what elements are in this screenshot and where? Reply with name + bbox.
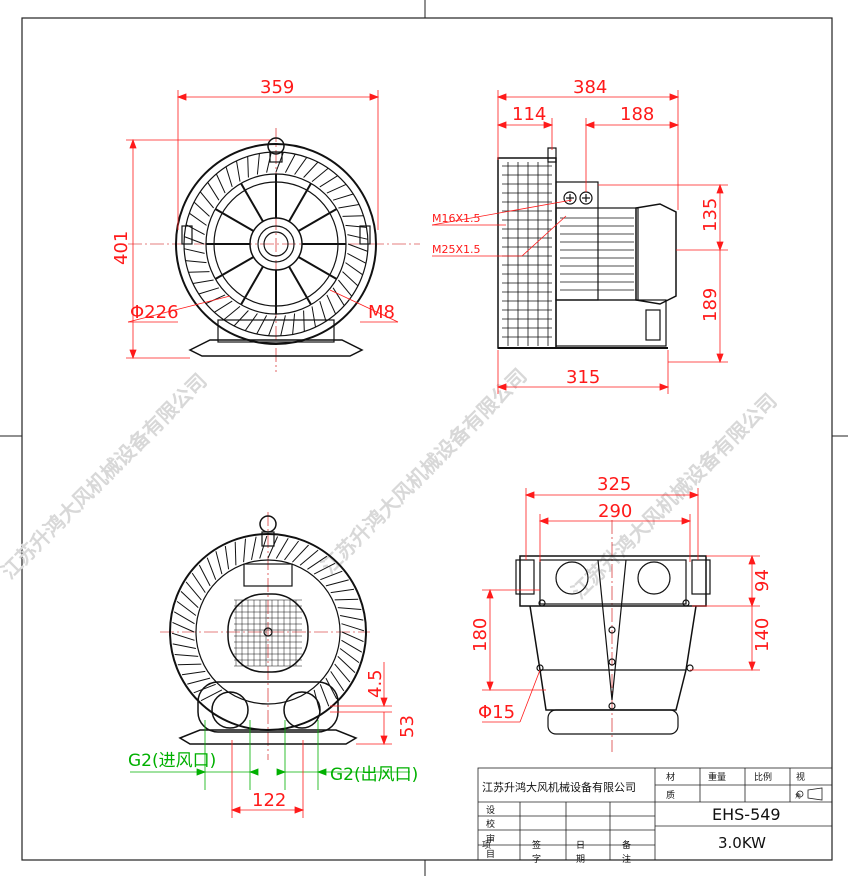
side-dimensions bbox=[431, 90, 728, 394]
dim-back-h-small: 4.5 bbox=[365, 669, 386, 698]
dim-front-bolt: M8 bbox=[368, 302, 395, 323]
title-row-b1: 目 bbox=[486, 849, 495, 860]
title-power: 3.0KW bbox=[718, 834, 766, 852]
dim-bottom-h94: 94 bbox=[752, 569, 773, 592]
title-col-date: 日 bbox=[576, 840, 585, 851]
title-col-note: 备 bbox=[622, 839, 631, 851]
dim-back-outlet: G2(出风口) bbox=[330, 765, 418, 785]
title-material-label: 材 bbox=[666, 771, 675, 783]
title-design-label: 设 bbox=[486, 805, 495, 816]
dim-side-thread2: M25X1.5 bbox=[432, 243, 481, 256]
title-block bbox=[477, 767, 833, 861]
title-model: EHS-549 bbox=[712, 805, 781, 824]
dim-back-inlet: G2(进风口) bbox=[128, 751, 216, 771]
watermark-center: 江苏升鸿大风机械设备有限公司 bbox=[317, 364, 532, 579]
title-col-sign: 签 bbox=[532, 839, 541, 851]
dim-front-diameter: Φ226 bbox=[130, 302, 179, 323]
back-dimensions bbox=[130, 662, 410, 818]
dim-side-right: 188 bbox=[620, 104, 654, 125]
dim-bottom-total: 325 bbox=[597, 474, 631, 495]
title-projection-label: 角 bbox=[795, 792, 801, 800]
dim-bottom-inner: 290 bbox=[598, 501, 632, 522]
dim-bottom-h140: 140 bbox=[752, 618, 773, 652]
dim-side-h1: 135 bbox=[700, 198, 721, 232]
front-view bbox=[128, 128, 420, 372]
back-view bbox=[160, 512, 370, 760]
front-dimensions bbox=[126, 90, 399, 360]
title-scale-label: 比例 bbox=[754, 771, 772, 783]
title-company: 江苏升鸿大风机械设备有限公司 bbox=[482, 780, 636, 794]
title-view-label: 视 bbox=[796, 771, 805, 783]
dim-front-width: 359 bbox=[260, 77, 294, 98]
side-view bbox=[497, 147, 677, 349]
dim-side-base: 315 bbox=[566, 367, 600, 388]
title-row-b3: 期 bbox=[576, 854, 585, 865]
title-check-label: 校 bbox=[486, 818, 495, 830]
sheet-border bbox=[21, 17, 833, 861]
dim-front-height: 401 bbox=[111, 231, 132, 265]
title-audit-label: 审 bbox=[486, 833, 495, 845]
dim-bottom-h180: 180 bbox=[470, 618, 491, 652]
dim-back-h53: 53 bbox=[397, 715, 418, 738]
dim-side-total: 384 bbox=[573, 77, 607, 98]
dim-back-spacing: 122 bbox=[252, 790, 286, 811]
projection-icon bbox=[796, 787, 823, 801]
watermark-left: 江苏升鸿大风机械设备有限公司 bbox=[0, 369, 212, 584]
title-row-b4: 注 bbox=[622, 853, 631, 865]
dim-side-thread1: M16X1.5 bbox=[432, 212, 481, 225]
title-quality-label: 质 bbox=[666, 789, 675, 801]
dim-bottom-hole: Φ15 bbox=[478, 702, 515, 723]
bottom-dimensions bbox=[482, 488, 760, 723]
title-col-item: 项 bbox=[482, 840, 491, 851]
dim-side-left: 114 bbox=[512, 104, 546, 125]
dim-side-h2: 189 bbox=[700, 288, 721, 322]
title-row-b2: 字 bbox=[532, 853, 541, 865]
title-weight-label: 重量 bbox=[708, 771, 726, 783]
